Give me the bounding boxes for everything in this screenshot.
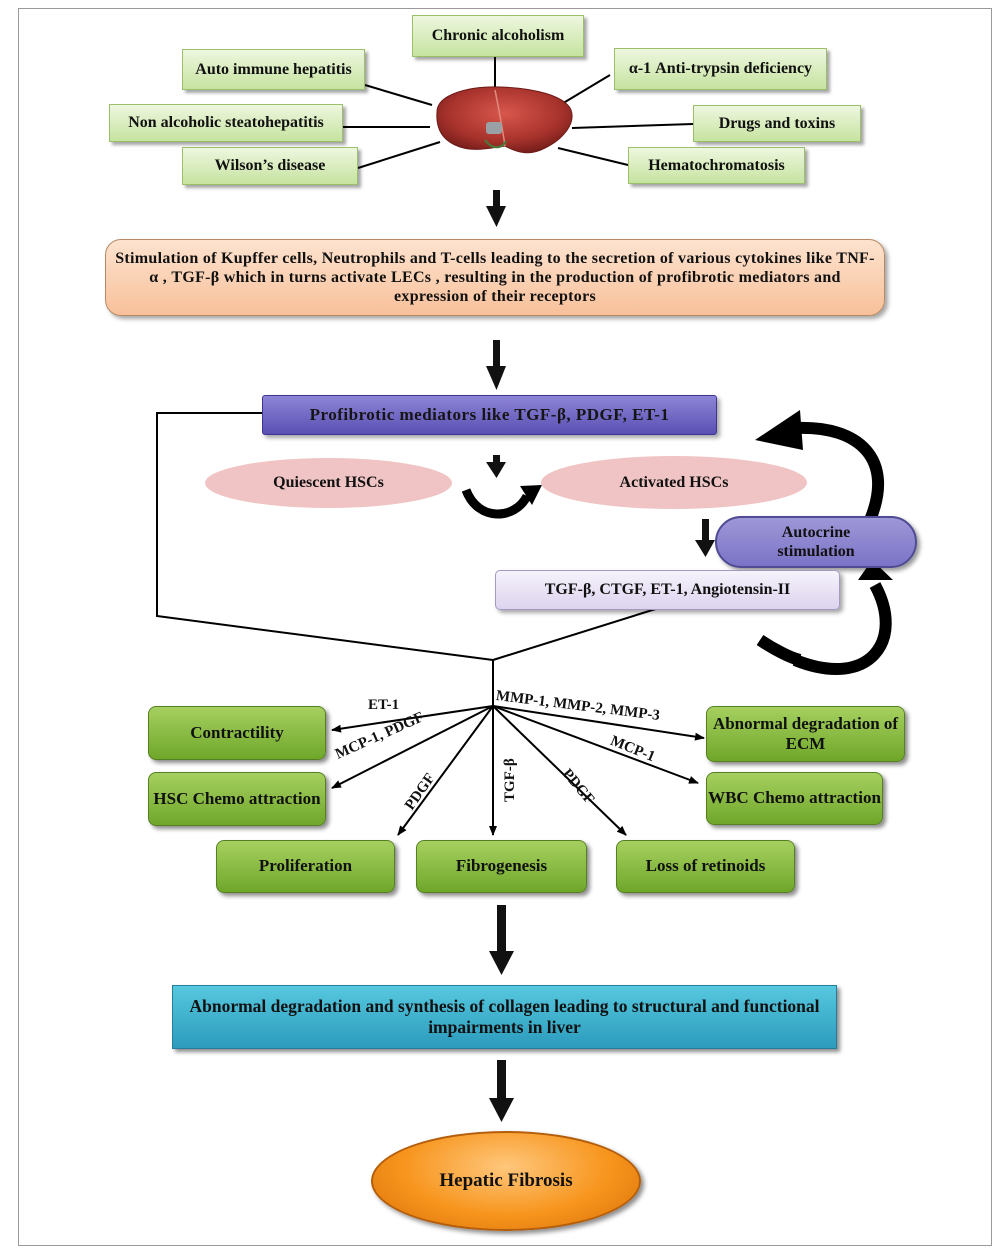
collagen-impairment-box: Abnormal degradation and synthesis of co…	[172, 985, 837, 1049]
autocrine-stimulation-badge: Autocrine stimulation	[715, 516, 917, 568]
cause-hematochromatosis: Hematochromatosis	[628, 147, 805, 184]
cause-drugs-and-toxins: Drugs and toxins	[693, 105, 861, 142]
flow-arrows	[486, 190, 715, 1122]
stimulation-box: Stimulation of Kupffer cells, Neutrophil…	[105, 239, 885, 316]
effect-fibrogenesis: Fibrogenesis	[416, 840, 587, 893]
cause-wilsons-disease: Wilson’s disease	[182, 147, 358, 185]
cause-chronic-alcoholism: Chronic alcoholism	[412, 15, 584, 57]
hepatic-fibrosis-ellipse: Hepatic Fibrosis	[371, 1131, 641, 1231]
label-et1: ET-1	[368, 697, 400, 713]
autocrine-mediators-box: TGF-β, CTGF, ET-1, Angiotensin-II	[495, 570, 840, 610]
effect-proliferation: Proliferation	[216, 840, 395, 893]
cause-alpha1-antitrypsin-deficiency: α-1 Anti-trypsin deficiency	[614, 48, 827, 90]
effect-abnormal-degradation-ecm: Abnormal degradation of ECM	[706, 706, 905, 762]
effect-wbc-chemo-attraction: WBC Chemo attraction	[706, 772, 883, 825]
cause-non-alcoholic-steatohepatitis: Non alcoholic steatohepatitis	[109, 104, 343, 142]
effect-hsc-chemo-attraction: HSC Chemo attraction	[148, 772, 326, 826]
effect-loss-of-retinoids: Loss of retinoids	[616, 840, 795, 893]
liver-icon	[436, 86, 573, 154]
profibrotic-mediators-box: Profibrotic mediators like TGF-β, PDGF, …	[262, 395, 717, 435]
converging-lines	[156, 412, 663, 706]
activated-hscs-ellipse: Activated HSCs	[541, 456, 807, 509]
figure-frame	[18, 8, 992, 1246]
label-tgfb: TGF-β	[502, 758, 518, 802]
quiescent-hscs-ellipse: Quiescent HSCs	[205, 458, 452, 508]
curved-arrow-icon	[461, 488, 532, 519]
circular-arrow-icon	[755, 410, 893, 675]
cause-auto-immune-hepatitis: Auto immune hepatitis	[182, 49, 365, 90]
effect-arrows	[331, 705, 705, 836]
effect-contractility: Contractility	[148, 706, 326, 760]
